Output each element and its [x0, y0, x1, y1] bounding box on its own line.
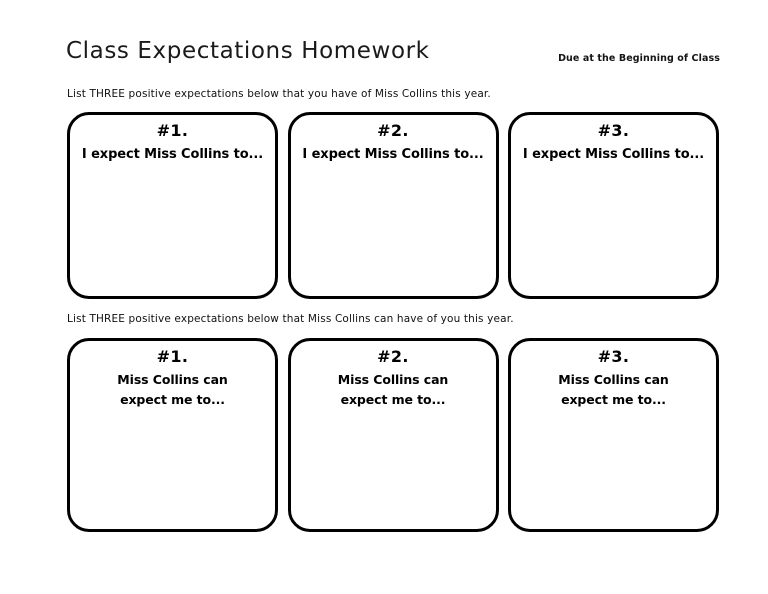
box-number-label: #1.: [156, 121, 189, 140]
box-number-label: #2.: [377, 121, 409, 140]
box-prompt-label: I expect Miss Collins to...: [522, 146, 705, 162]
expectation-box-2[interactable]: #2. I expect Miss Collins to...: [287, 112, 499, 299]
box-prompt-label: Miss Collins can expect me to...: [337, 371, 449, 408]
box-writing-area[interactable]: [511, 165, 716, 296]
box-number-label: #3.: [597, 347, 630, 366]
box-writing-area[interactable]: [70, 411, 275, 529]
page-title: Class Expectations Homework: [66, 38, 430, 64]
box-writing-area[interactable]: [70, 165, 275, 296]
instruction-text-section-2: List THREE positive expectations below t…: [67, 313, 514, 325]
box-number-label: #3.: [597, 121, 630, 140]
box-prompt-label: Miss Collins can expect me to...: [558, 371, 669, 408]
instruction-text-section-1: List THREE positive expectations below t…: [67, 88, 491, 100]
expectation-box-5[interactable]: #2. Miss Collins can expect me to...: [287, 338, 499, 532]
expectation-box-row-top: #1. I expect Miss Collins to... #2. I ex…: [67, 112, 719, 299]
expectation-box-3[interactable]: #3. I expect Miss Collins to...: [508, 112, 719, 299]
box-prompt-label: I expect Miss Collins to...: [81, 146, 264, 162]
box-writing-area[interactable]: [291, 411, 496, 529]
expectation-box-1[interactable]: #1. I expect Miss Collins to...: [67, 112, 278, 299]
box-number-label: #1.: [156, 347, 189, 366]
expectation-box-4[interactable]: #1. Miss Collins can expect me to...: [67, 338, 278, 532]
worksheet-header: Class Expectations Homework Due at the B…: [66, 38, 720, 72]
box-number-label: #2.: [377, 347, 409, 366]
box-writing-area[interactable]: [511, 411, 716, 529]
due-date-note: Due at the Beginning of Class: [558, 53, 720, 64]
box-prompt-label: I expect Miss Collins to...: [302, 146, 484, 162]
box-prompt-label: Miss Collins can expect me to...: [117, 371, 228, 408]
box-writing-area[interactable]: [291, 165, 496, 296]
expectation-box-6[interactable]: #3. Miss Collins can expect me to...: [508, 338, 719, 532]
expectation-box-row-bottom: #1. Miss Collins can expect me to... #2.…: [67, 338, 719, 532]
